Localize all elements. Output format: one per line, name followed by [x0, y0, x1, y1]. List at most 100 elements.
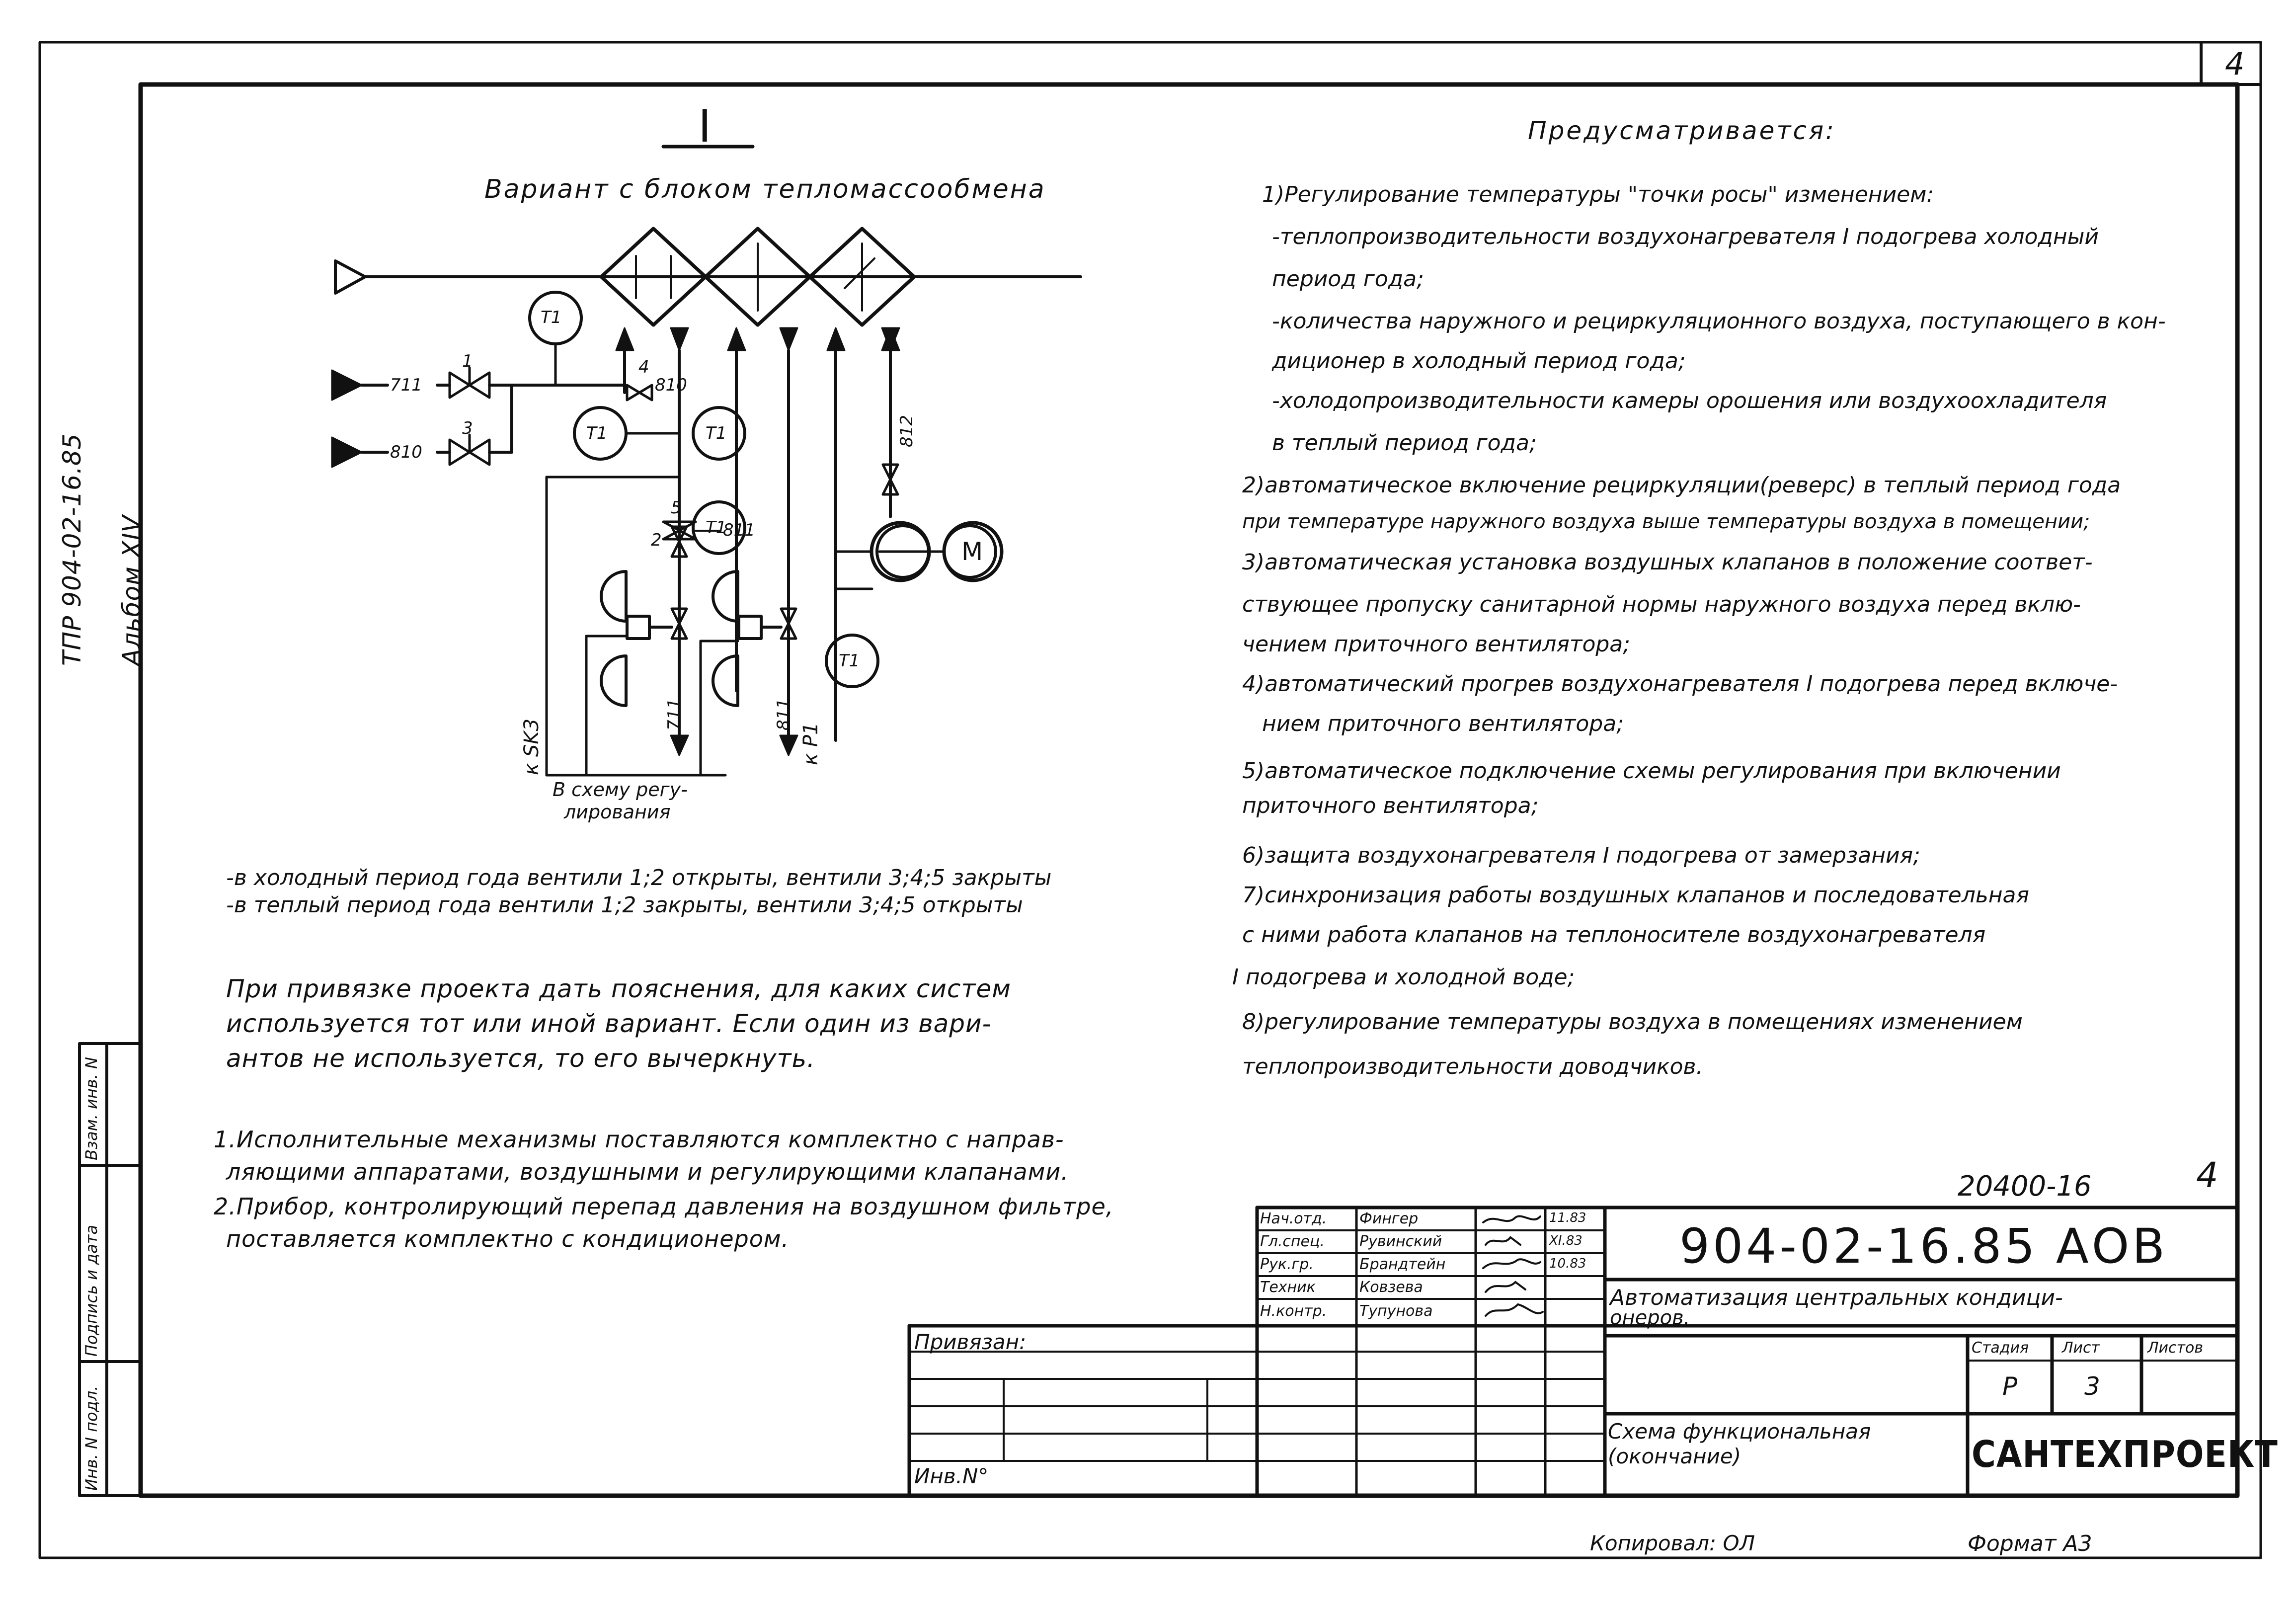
signer-role: Техник — [1260, 1279, 1316, 1296]
outer-frame — [38, 41, 2262, 1559]
stage-header: Стадия — [1972, 1339, 2029, 1357]
sheet-title-cont: (окончание) — [1608, 1444, 1742, 1468]
provision-line: нием приточного вентилятора; — [1262, 711, 1624, 736]
project-title: Автоматизация центральных кондици- — [1610, 1285, 2063, 1310]
sensor-label: T1 — [541, 308, 562, 327]
valve-note: -в теплый период года вентили 1;2 закрыт… — [226, 892, 1023, 918]
sensor-label: T1 — [706, 423, 727, 443]
provision-line: чением приточного вентилятора; — [1242, 632, 1631, 657]
pipe-label: 711 — [390, 375, 422, 395]
sheet-header: Лист — [2062, 1339, 2100, 1357]
provision-line: теплопроизводительности доводчиков. — [1242, 1054, 1703, 1079]
binding-note-line: При привязке проекта дать пояснения, для… — [226, 974, 1011, 1003]
order-number: 20400-16 — [1958, 1170, 2092, 1203]
air-inlet-arrow — [334, 259, 367, 295]
signer-role: Гл.спец. — [1260, 1233, 1325, 1250]
inlet-arrow-711 — [331, 369, 363, 401]
provision-line: 3)автоматическая установка воздушных кла… — [1242, 550, 2093, 575]
regulation-scheme-label: В схему регу- — [553, 779, 688, 801]
sheet-title: Схема функциональная — [1608, 1419, 1871, 1444]
sensor-label: T1 — [706, 518, 727, 538]
sheet-value: 3 — [2084, 1372, 2100, 1401]
signer-role: Рук.гр. — [1260, 1256, 1314, 1273]
footnote-line: 2.Прибор, контролирующий перепад давлени… — [214, 1193, 1114, 1220]
provision-line: ствующее пропуску санитарной нормы наруж… — [1242, 592, 2081, 617]
signer-name: Фингер — [1359, 1210, 1419, 1227]
signer-role: Н.контр. — [1260, 1302, 1327, 1320]
binding-note-line: антов не используется, то его вычеркнуть… — [226, 1044, 815, 1073]
binding-note-line: используется тот или иной вариант. Если … — [226, 1009, 992, 1038]
signer-role: Нач.отд. — [1260, 1210, 1327, 1227]
copied-by: Копировал: ОЛ — [1590, 1531, 1755, 1555]
footnote-line: поставляется комплектно с кондиционером. — [226, 1225, 790, 1252]
provision-line: 8)регулирование температуры воздуха в по… — [1242, 1009, 2023, 1035]
page-number: 4 — [2225, 46, 2245, 82]
valve-note: -в холодный период года вентили 1;2 откр… — [226, 865, 1052, 890]
pipe-label: 810 — [655, 375, 687, 395]
organization-name: САНТЕХПРОЕКТ — [1972, 1433, 2278, 1476]
provision-line: диционер в холодный период года; — [1272, 348, 1686, 374]
inlet-pipes — [360, 384, 626, 454]
provision-line: 4)автоматический прогрев воздухонагреват… — [1242, 671, 2118, 697]
footnote-line: 1.Исполнительные механизмы поставляются … — [214, 1126, 1064, 1153]
valve-number: 5 — [671, 498, 682, 518]
signer-date: XI.83 — [1549, 1233, 1583, 1248]
provision-line: 2)автоматическое включение рециркуляции(… — [1242, 473, 2121, 498]
regulation-scheme-label: лирования — [564, 801, 671, 823]
provision-line: при температуре наружного воздуха выше т… — [1242, 510, 2090, 533]
valve-number: 1 — [462, 351, 473, 371]
provision-line: 6)защита воздухонагревателя I подогрева … — [1242, 843, 1920, 868]
signer-name: Ковзева — [1359, 1279, 1423, 1296]
provision-line: -количества наружного и рециркуляционног… — [1272, 309, 2166, 334]
stamp-sheet-number: 4 — [2196, 1155, 2218, 1196]
left-stamp-column — [78, 1042, 142, 1497]
signer-date: 10.83 — [1549, 1256, 1586, 1271]
project-title-cont: онеров. — [1610, 1306, 1690, 1329]
document-code: 904-02-16.85 АОВ — [1679, 1218, 2168, 1274]
variant-title: Вариант с блоком тепломассообмена — [484, 174, 1046, 204]
functional-diagram — [331, 145, 1082, 777]
control-lines — [545, 476, 873, 777]
provision-line: период года; — [1272, 266, 1424, 292]
provision-line: приточного вентилятора; — [1242, 793, 1539, 818]
sheets-header: Листов — [2147, 1339, 2204, 1357]
provision-line: 7)синхронизация работы воздушных клапано… — [1242, 883, 2029, 908]
paper-format: Формат А3 — [1968, 1531, 2092, 1556]
provision-line: -холодопроизводительности камеры орошени… — [1272, 388, 2107, 413]
signer-name: Брандтейн — [1359, 1256, 1446, 1273]
valve-number: 2 — [651, 530, 662, 550]
valves — [448, 366, 899, 640]
provisions-heading: Предусматривается: — [1528, 116, 1836, 145]
inlet-arrow-810 — [331, 436, 363, 468]
motor-label: M — [961, 537, 983, 566]
pipe-label: 810 — [390, 442, 422, 462]
pipe-label: 811 — [723, 520, 755, 540]
title-block-grid — [907, 1206, 2239, 1498]
inventory-label: Инв.N° — [914, 1464, 989, 1488]
inner-frame — [138, 82, 2240, 1498]
provision-line: -теплопроизводительности воздухонагреват… — [1272, 224, 2099, 249]
actuators — [600, 570, 783, 707]
bound-label: Привязан: — [914, 1330, 1027, 1354]
variant-roman-numeral: I — [698, 100, 712, 153]
motor-symbol — [942, 521, 1004, 582]
valve-number: 4 — [638, 357, 649, 377]
signer-date: 11.83 — [1549, 1210, 1586, 1225]
signer-name: Тупунова — [1359, 1302, 1433, 1320]
provision-line: с ними работа клапанов на теплоносителе … — [1242, 922, 1986, 948]
provision-line: I подогрева и холодной воде; — [1232, 965, 1575, 990]
heat-exchanger-diamonds — [599, 227, 916, 327]
page-number-box — [2200, 41, 2262, 86]
signer-name: Рувинский — [1359, 1233, 1442, 1250]
provision-line: 1)Регулирование температуры "точки росы"… — [1262, 182, 1934, 207]
footnote-line: ляющими аппаратами, воздушными и регулир… — [226, 1158, 1069, 1185]
stage-value: Р — [2002, 1372, 2018, 1401]
sensor-label: T1 — [586, 423, 608, 443]
valve-number: 3 — [462, 418, 473, 438]
sensor-label: T1 — [839, 651, 860, 671]
provision-line: 5)автоматическое подключение схемы регул… — [1242, 758, 2061, 784]
provision-line: в теплый период года; — [1272, 430, 1537, 456]
